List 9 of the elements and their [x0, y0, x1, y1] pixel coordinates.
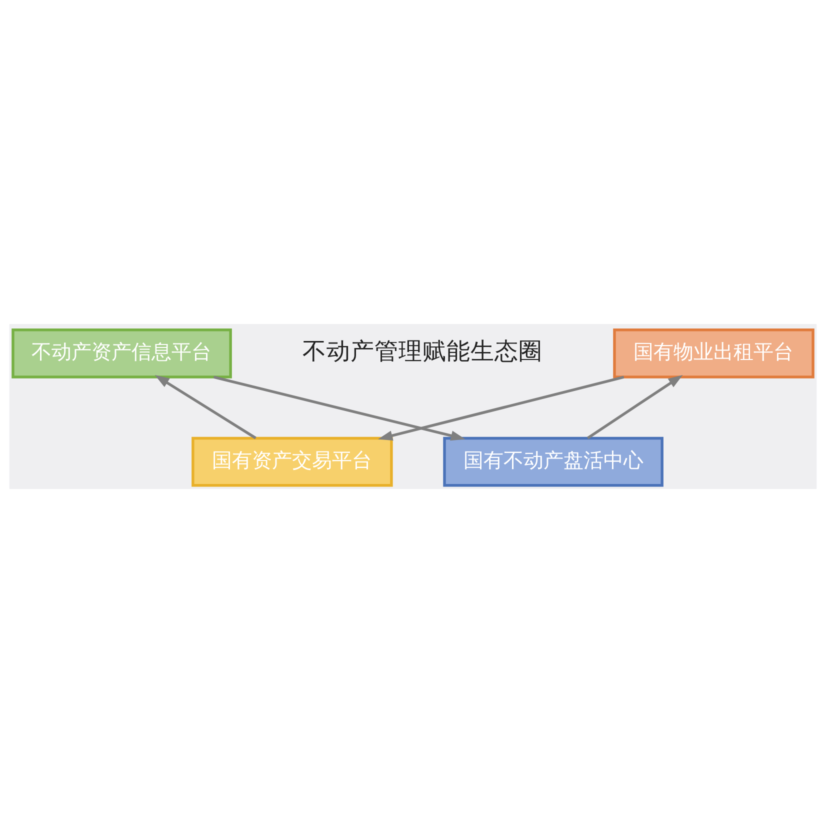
node-box: 国有不动产盘活中心: [443, 436, 664, 487]
node-box: 不动产资产信息平台: [12, 328, 232, 378]
node-box: 国有物业出租平台: [613, 328, 814, 378]
arrow: [586, 374, 683, 440]
arrow: [213, 376, 466, 441]
arrow: [378, 376, 624, 441]
node-text: 不动产管理赋能生态圈: [302, 337, 543, 366]
node-box: 国有资产交易平台: [192, 436, 393, 487]
arrow: [154, 375, 256, 440]
